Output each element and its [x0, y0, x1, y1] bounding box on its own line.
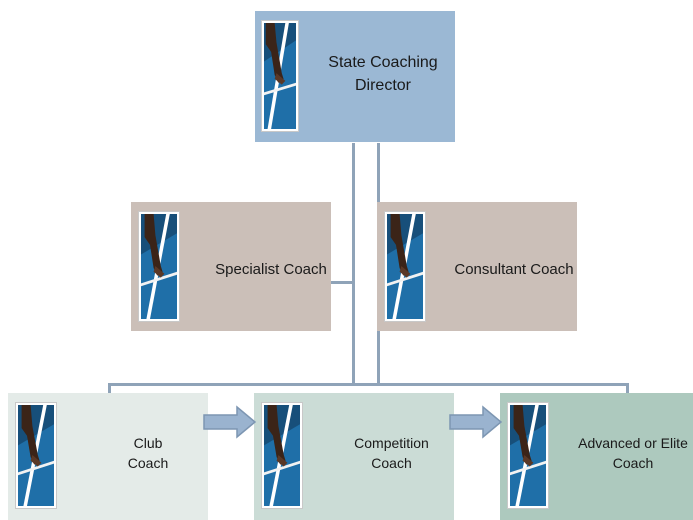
- court-hand-photo-icon: [385, 212, 425, 321]
- court-hand-photo-icon: [262, 403, 302, 508]
- node-club-coach: Club Coach: [8, 393, 208, 520]
- director-label-line2: Director: [354, 77, 411, 95]
- competition-label: Competition Coach: [334, 433, 449, 474]
- advanced-label: Advanced or Elite Coach: [566, 433, 693, 474]
- right-arrow-icon: [449, 405, 503, 439]
- court-hand-photo-icon: [262, 21, 298, 131]
- connector-specialist-branch: [331, 281, 353, 284]
- competition-label-line2: Coach: [371, 455, 412, 472]
- node-state-coaching-director: State Coaching Director: [255, 11, 455, 142]
- connector-drop-club: [108, 383, 111, 393]
- node-consultant-coach: Consultant Coach: [377, 202, 577, 331]
- competition-label-line1: Competition: [354, 435, 429, 451]
- director-label-line1: State Coaching: [328, 54, 438, 71]
- node-specialist-coach: Specialist Coach: [131, 202, 331, 331]
- node-advanced-or-elite-coach: Advanced or Elite Coach: [500, 393, 693, 520]
- court-hand-photo-icon: [508, 403, 548, 508]
- club-label-line2: Coach: [127, 455, 169, 472]
- court-hand-photo-icon: [139, 212, 179, 321]
- court-hand-photo-icon: [16, 403, 56, 508]
- club-label-line1: Club: [133, 435, 163, 451]
- advanced-label-line1: Advanced or Elite: [578, 435, 688, 451]
- connector-trunk-left: [352, 143, 355, 385]
- connector-bottom-bar: [108, 383, 629, 386]
- node-competition-coach: Competition Coach: [254, 393, 454, 520]
- club-label: Club Coach: [103, 433, 193, 474]
- right-arrow-icon: [203, 405, 257, 439]
- specialist-label: Specialist Coach: [215, 261, 327, 278]
- director-label: State Coaching Director: [315, 51, 451, 97]
- advanced-label-line2: Coach: [612, 455, 654, 472]
- consultant-label: Consultant Coach: [454, 261, 574, 278]
- connector-drop-advanced: [626, 383, 629, 393]
